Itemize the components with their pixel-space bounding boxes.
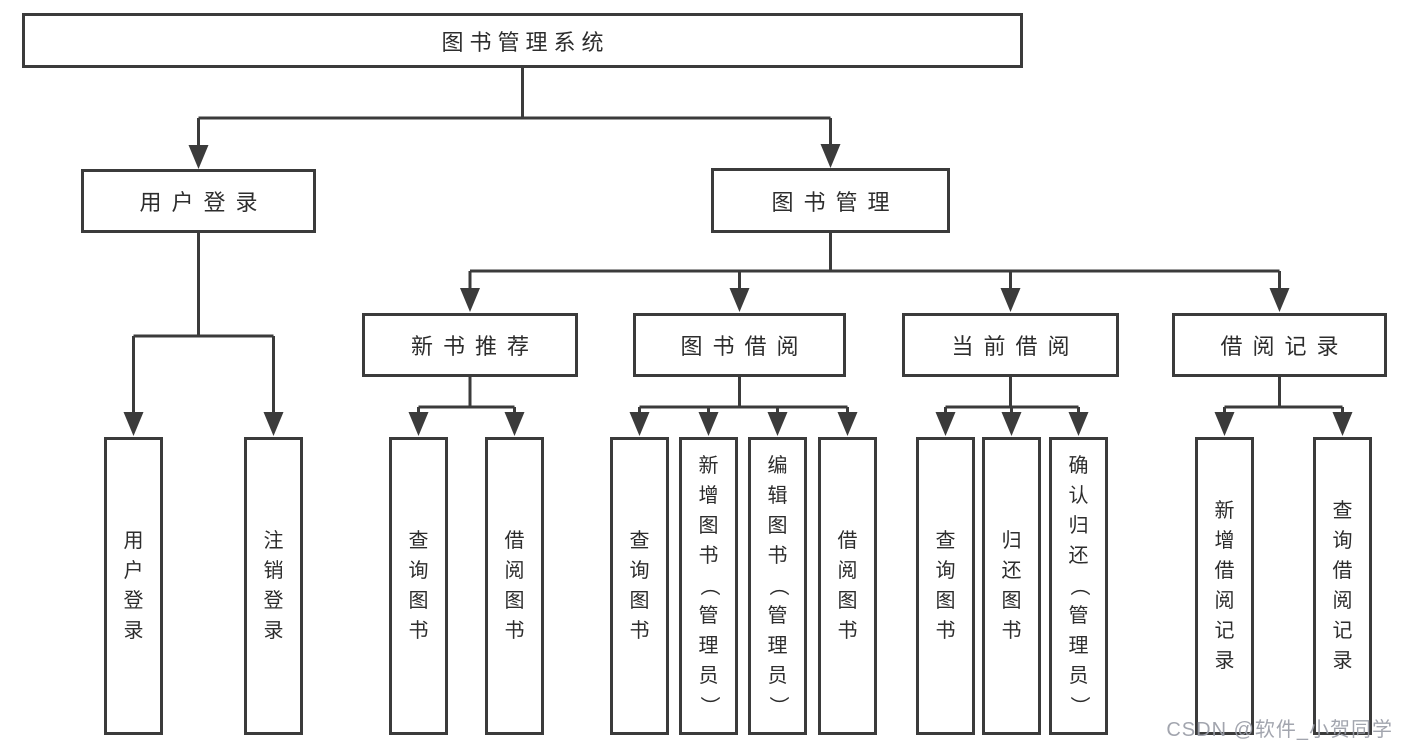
node-label: 新书推荐 xyxy=(410,334,539,359)
arrowhead xyxy=(188,145,209,169)
arrowhead xyxy=(123,412,144,436)
leaf-label: 注销登录 xyxy=(263,530,284,642)
arrowhead xyxy=(1068,412,1089,436)
arrowhead xyxy=(935,412,956,436)
edge-borrow-records-to-leaves xyxy=(1214,377,1353,436)
leaf-query-books-current: 查询图书 xyxy=(916,437,975,735)
arrowhead xyxy=(1214,412,1235,436)
leaf-add-borrow-record: 新增借阅记录 xyxy=(1195,437,1254,735)
edge-book-borrow-to-leaves xyxy=(629,377,858,436)
leaf-borrow-books-recommend: 借阅图书 xyxy=(485,437,544,735)
arrowhead xyxy=(263,412,284,436)
leaf-query-books-borrow: 查询图书 xyxy=(610,437,669,735)
arrowhead xyxy=(460,288,480,312)
edge-book-management-to-level3 xyxy=(460,233,1290,312)
edge-current-borrow-to-leaves xyxy=(935,377,1089,436)
arrowhead xyxy=(767,412,788,436)
leaf-label: 借阅图书 xyxy=(504,530,525,642)
arrowhead xyxy=(629,412,650,436)
leaf-label: 查询图书 xyxy=(629,530,650,642)
leaf-label: 查询借阅记录 xyxy=(1332,500,1353,672)
edge-user-login-to-leaves xyxy=(123,233,284,436)
leaf-label: 用户登录 xyxy=(123,530,144,642)
arrowhead xyxy=(408,412,429,436)
node-label: 图书管理 xyxy=(771,189,900,215)
node-borrowing-records: 借阅记录 xyxy=(1172,313,1387,377)
csdn-watermark: CSDN @软件_小贺同学 xyxy=(1166,719,1393,741)
node-new-book-recommend: 新书推荐 xyxy=(362,313,578,377)
leaf-label: 归还图书 xyxy=(1001,530,1022,642)
node-user-login: 用户登录 xyxy=(81,169,316,233)
leaf-add-books-admin: 新增图书（管理员） xyxy=(679,437,738,735)
arrowhead xyxy=(1269,288,1290,312)
edge-new-book-to-leaves xyxy=(408,377,525,436)
leaf-borrow-books: 借阅图书 xyxy=(818,437,877,735)
leaf-edit-books-admin: 编辑图书（管理员） xyxy=(748,437,807,735)
leaf-label: 查询图书 xyxy=(935,530,956,642)
node-label: 图书管理系统 xyxy=(441,29,610,55)
leaf-query-books-recommend: 查询图书 xyxy=(389,437,448,735)
arrowhead xyxy=(837,412,858,436)
leaf-label: 确认归还（管理员） xyxy=(1067,455,1090,716)
arrowhead xyxy=(504,412,525,436)
arrowhead xyxy=(1000,288,1021,312)
leaf-return-books: 归还图书 xyxy=(982,437,1041,735)
arrowhead xyxy=(820,144,841,168)
arrowhead xyxy=(698,412,719,436)
leaf-label: 查询图书 xyxy=(408,530,429,642)
leaf-user-login: 用户登录 xyxy=(104,437,163,735)
leaf-label: 新增图书（管理员） xyxy=(697,455,720,716)
arrowhead xyxy=(1001,412,1022,436)
leaf-label: 新增借阅记录 xyxy=(1214,500,1235,672)
node-book-management: 图书管理 xyxy=(711,168,950,233)
edge-root-to-level2 xyxy=(188,68,841,169)
node-library-management-system: 图书管理系统 xyxy=(22,13,1023,68)
leaf-label: 借阅图书 xyxy=(837,530,858,642)
node-label: 图书借阅 xyxy=(680,334,809,359)
arrowhead xyxy=(1332,412,1353,436)
leaf-label: 编辑图书（管理员） xyxy=(766,455,789,716)
leaf-confirm-return-admin: 确认归还（管理员） xyxy=(1049,437,1108,735)
node-label: 借阅记录 xyxy=(1220,334,1349,359)
leaf-query-borrow-record: 查询借阅记录 xyxy=(1313,437,1372,735)
node-label: 用户登录 xyxy=(139,190,268,215)
node-current-borrowing: 当前借阅 xyxy=(902,313,1119,377)
node-label: 当前借阅 xyxy=(951,334,1080,359)
node-book-borrowing: 图书借阅 xyxy=(633,313,846,377)
leaf-logout: 注销登录 xyxy=(244,437,303,735)
arrowhead xyxy=(729,288,750,312)
